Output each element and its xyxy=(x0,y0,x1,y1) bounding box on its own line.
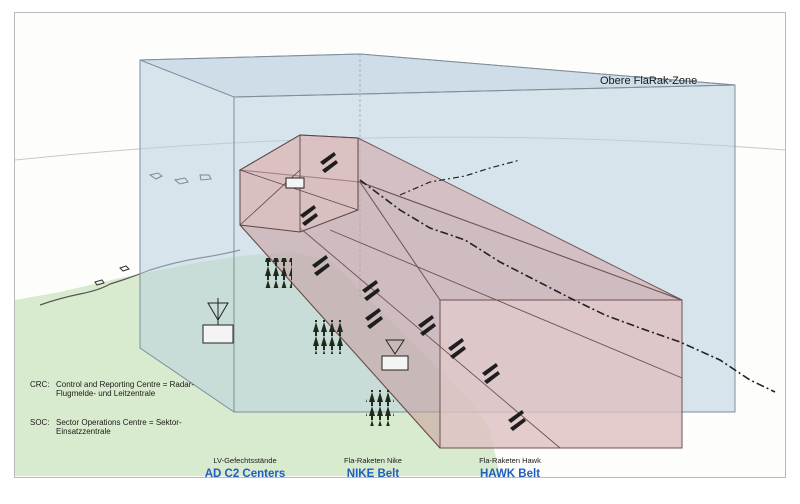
missile-belt-corridor xyxy=(238,134,683,449)
caption-c2-en: AD C2 Centers xyxy=(204,468,286,480)
legend-soc-text: Sector Operations Centre = Sektor-Einsat… xyxy=(56,418,182,437)
caption-nike-en: NIKE Belt xyxy=(346,468,400,480)
legend-crc-text: Control and Reporting Centre = Radar-Flu… xyxy=(56,380,195,399)
crc-radar-station xyxy=(202,298,409,371)
caption-nike-de: Fla-Raketen Nike xyxy=(344,456,402,465)
caption-hawk-en: HAWK Belt xyxy=(479,468,541,480)
missile-launchers xyxy=(300,152,526,431)
legend-soc-abbr: SOC: xyxy=(30,418,50,427)
caption-hawk-de: Fla-Raketen Hawk xyxy=(479,456,541,465)
nike-site-trees xyxy=(264,258,394,426)
soc-station xyxy=(285,177,305,189)
upper-zone-label: Obere FlaRak-Zone xyxy=(600,75,698,87)
caption-c2-de: LV-Gefechtsstände xyxy=(213,456,277,465)
legend-crc-abbr: CRC: xyxy=(30,380,50,389)
border-line xyxy=(359,179,776,393)
